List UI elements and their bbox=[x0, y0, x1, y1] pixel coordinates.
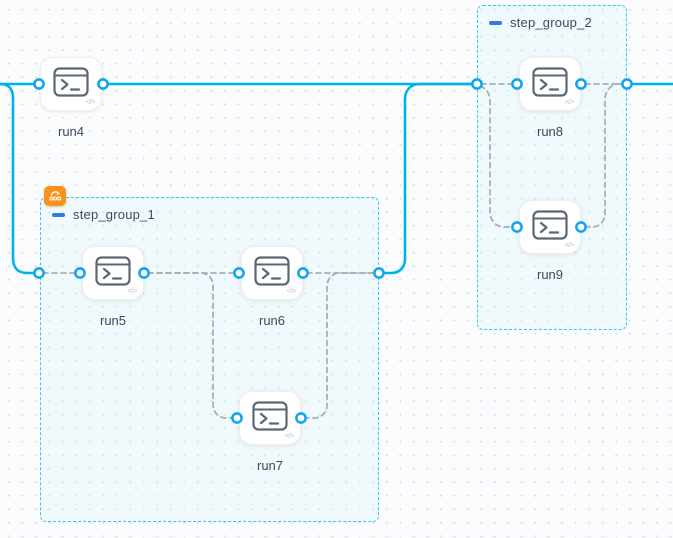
terminal-icon bbox=[532, 67, 568, 102]
terminal-icon bbox=[95, 256, 131, 291]
node-run6[interactable]: </> bbox=[241, 246, 303, 300]
terminal-icon bbox=[252, 401, 288, 436]
code-icon: </> bbox=[286, 286, 297, 295]
terminal-icon bbox=[254, 256, 290, 291]
edge-in-to-step-group-1 bbox=[0, 82, 37, 275]
edge-step-group-1-to-step-group-2 bbox=[380, 82, 475, 275]
node-run9[interactable]: </> bbox=[519, 200, 581, 254]
node-run7[interactable]: </> bbox=[239, 391, 301, 445]
node-label-run5: run5 bbox=[99, 313, 127, 328]
group-title: step_group_1 bbox=[73, 207, 155, 222]
node-run8[interactable]: </> bbox=[519, 57, 581, 111]
node-label-run8: run8 bbox=[536, 124, 564, 139]
step-group-1-header: step_group_1 bbox=[52, 207, 155, 222]
collapse-icon[interactable] bbox=[52, 212, 65, 217]
node-run5[interactable]: </> bbox=[82, 246, 144, 300]
node-label-run6: run6 bbox=[258, 313, 286, 328]
code-icon: </> bbox=[564, 240, 575, 249]
code-icon: </> bbox=[284, 431, 295, 440]
code-icon: </> bbox=[564, 97, 575, 106]
collapse-icon[interactable] bbox=[489, 20, 502, 25]
loop-tasks-icon bbox=[44, 186, 66, 206]
step-group-2-header: step_group_2 bbox=[489, 15, 592, 30]
node-label-run9: run9 bbox=[536, 267, 564, 282]
terminal-icon bbox=[532, 210, 568, 245]
node-label-run7: run7 bbox=[256, 458, 284, 473]
node-label-run4: run4 bbox=[57, 124, 85, 139]
code-icon: </> bbox=[85, 97, 96, 106]
code-icon: </> bbox=[127, 286, 138, 295]
group-title: step_group_2 bbox=[510, 15, 592, 30]
terminal-icon bbox=[53, 67, 89, 102]
node-run4[interactable]: </> bbox=[40, 57, 102, 111]
